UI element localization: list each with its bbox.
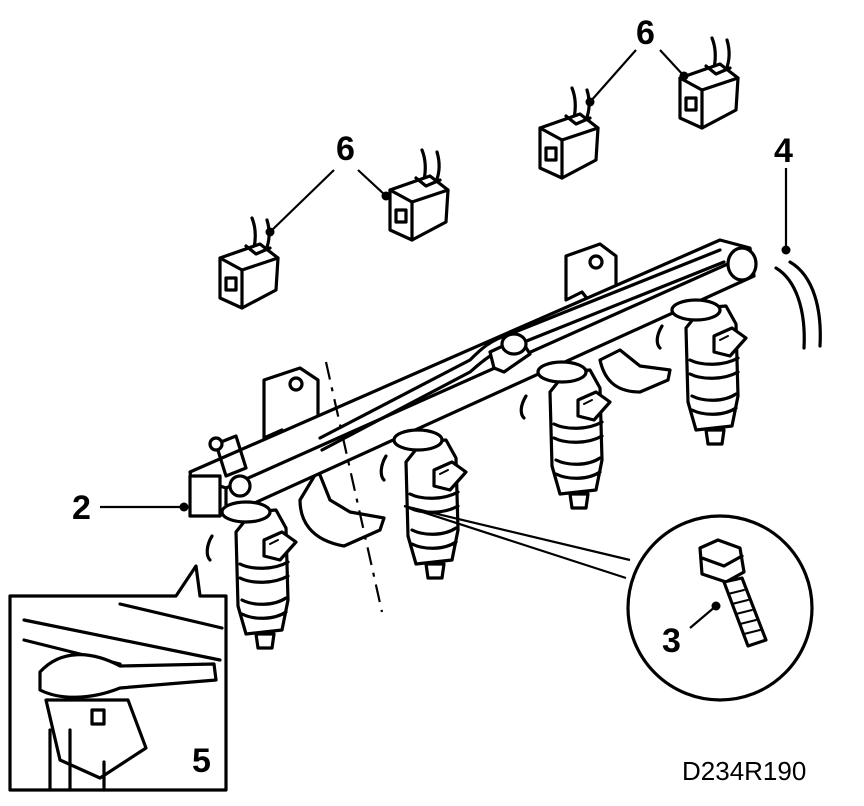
callout-5: 5: [192, 742, 211, 780]
leader-line: [589, 49, 685, 103]
figure-code: D234R190: [682, 756, 806, 786]
centre-line: [324, 361, 384, 613]
leader-dot: [265, 227, 275, 237]
injector-clip: [205, 324, 664, 562]
bolt-detail-view: [403, 504, 814, 702]
callout-6-left: 6: [336, 130, 355, 168]
bolt: [698, 538, 768, 648]
leader-dot: [711, 601, 721, 611]
callout-4: 4: [774, 132, 793, 170]
injector-connector: [218, 216, 280, 310]
injector-connector: [388, 148, 450, 242]
fuel-injector: [684, 304, 748, 446]
fuel-rail: [188, 238, 758, 524]
injector-connector: [538, 86, 600, 180]
clip-detail-view: [8, 564, 228, 792]
fuel-injector: [548, 368, 612, 510]
leader-dot: [679, 71, 689, 81]
fuel-injector: [234, 508, 298, 650]
callout-2: 2: [72, 489, 91, 527]
callout-6-right: 6: [636, 14, 655, 52]
leader-dot: [381, 191, 391, 201]
injector-connector: [678, 36, 740, 130]
leader-dot: [781, 245, 791, 255]
leader-dot: [585, 97, 595, 107]
vacuum-hose: [774, 260, 822, 350]
callout-3: 3: [662, 622, 681, 660]
leader-line: [269, 169, 387, 233]
leader-line: [689, 605, 717, 629]
leader-dot: [179, 502, 189, 512]
